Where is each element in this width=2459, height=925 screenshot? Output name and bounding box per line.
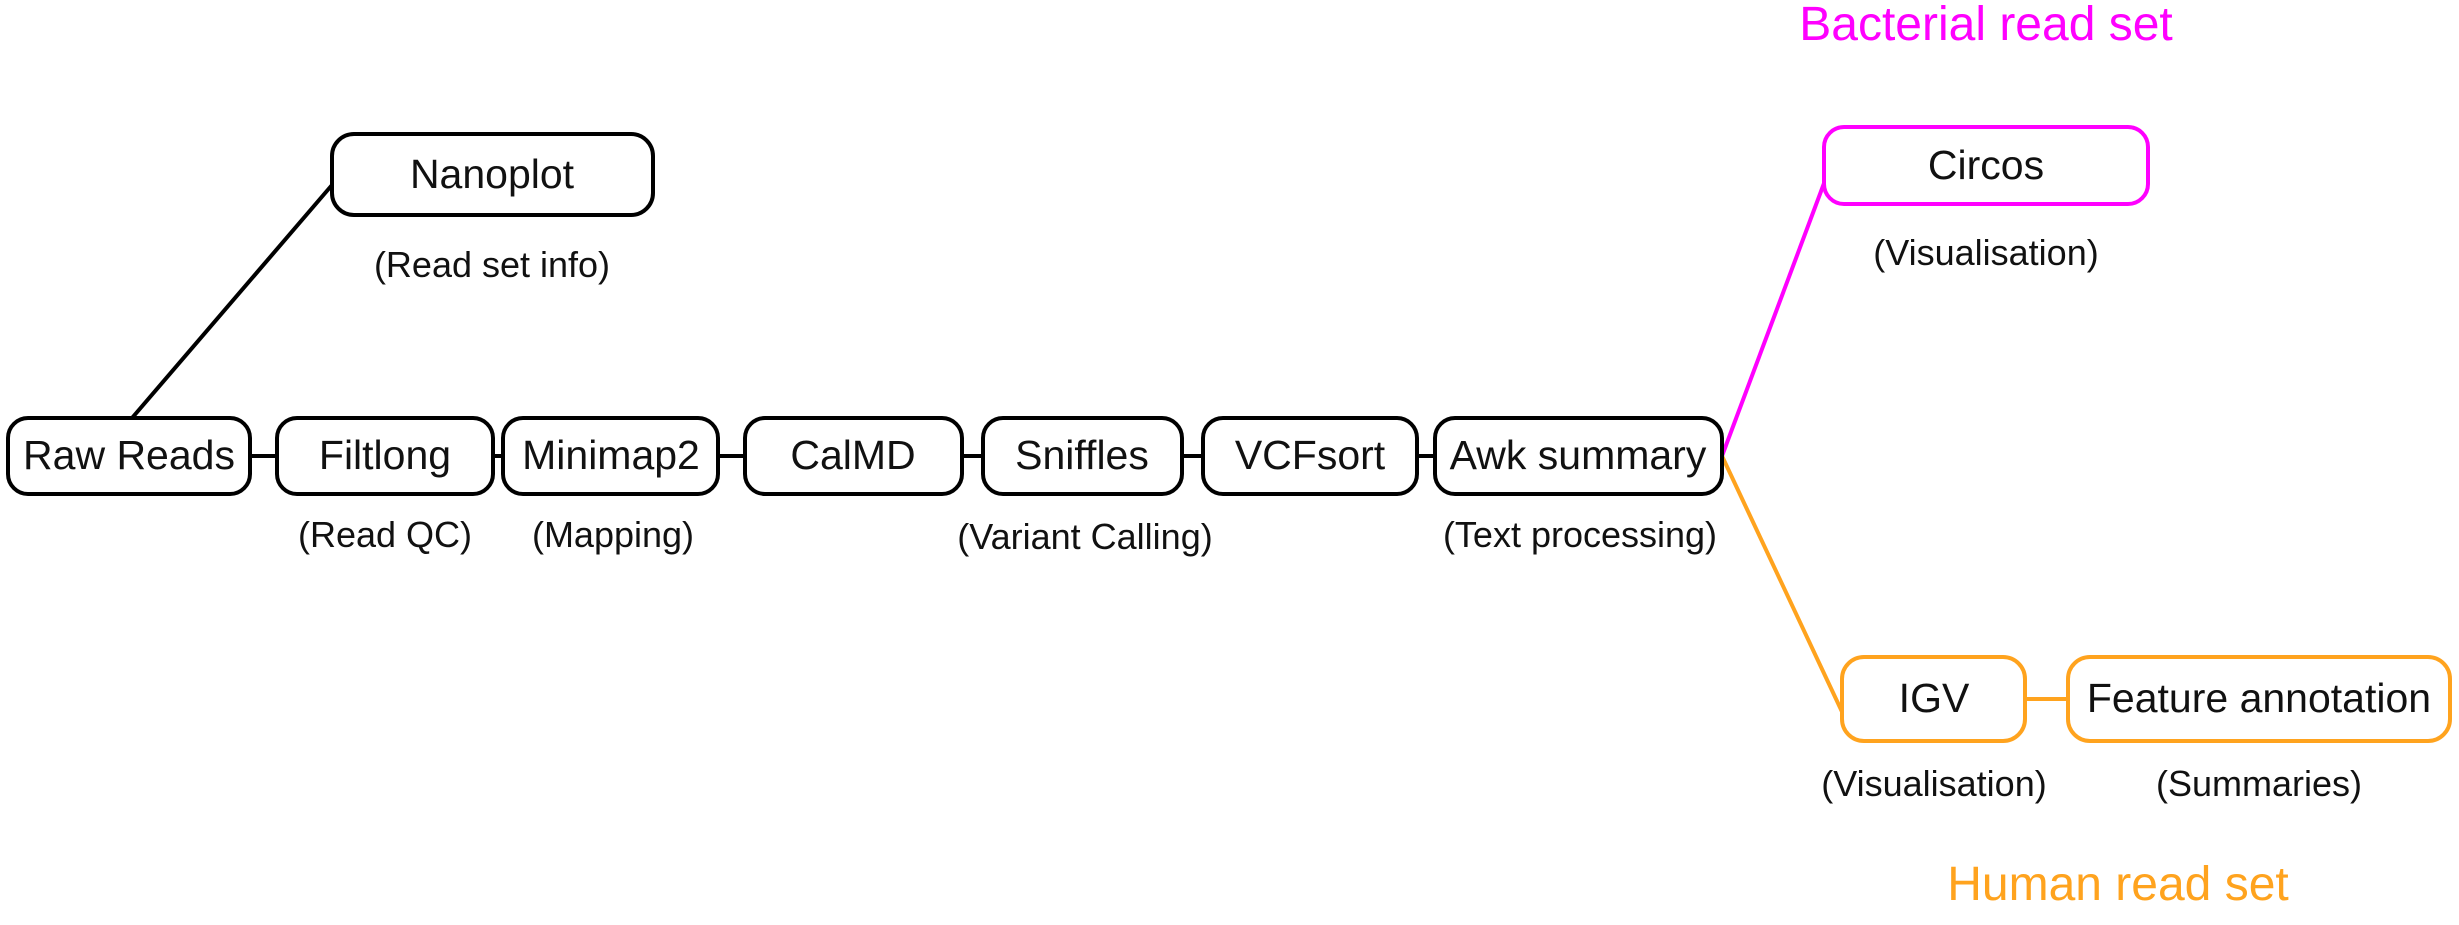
- node-sniffles[interactable]: Sniffles: [981, 416, 1184, 496]
- edge-awk-summary-to-circos: [1720, 177, 1828, 457]
- group-title-bacterial: Bacterial read set: [1799, 0, 2173, 51]
- node-nanoplot[interactable]: Nanoplot: [330, 132, 655, 217]
- edge-awk-summary-to-igv: [1720, 455, 1846, 717]
- node-igv-label: IGV: [1899, 675, 1970, 721]
- node-minimap2-label: Minimap2: [522, 432, 700, 478]
- connector-layer: [130, 177, 2068, 717]
- node-raw-reads[interactable]: Raw Reads: [6, 416, 252, 496]
- node-sniffles-box[interactable]: [981, 416, 1184, 496]
- node-vcfsort[interactable]: VCFsort: [1201, 416, 1419, 496]
- node-awk-summary-label: Awk summary: [1450, 432, 1707, 478]
- node-vcfsort-box[interactable]: [1201, 416, 1419, 496]
- node-feature-annotation-label: Feature annotation: [2087, 675, 2431, 721]
- node-minimap2-box[interactable]: [501, 416, 720, 496]
- caption-minimap2: (Mapping): [532, 514, 694, 555]
- node-feature-annotation[interactable]: Feature annotation: [2066, 655, 2452, 743]
- node-circos[interactable]: Circos: [1822, 125, 2150, 206]
- node-raw-reads-box[interactable]: [6, 416, 252, 496]
- caption-filtlong: (Read QC): [298, 514, 472, 555]
- node-awk-summary[interactable]: Awk summary: [1433, 416, 1724, 496]
- node-igv[interactable]: IGV: [1840, 655, 2027, 743]
- node-calmd-label: CalMD: [790, 432, 915, 478]
- caption-circos: (Visualisation): [1873, 232, 2098, 273]
- node-calmd-box[interactable]: [743, 416, 964, 496]
- node-feature-annotation-box[interactable]: [2066, 655, 2452, 743]
- edge-raw-reads-to-nanoplot: [130, 183, 334, 420]
- node-igv-box[interactable]: [1840, 655, 2027, 743]
- node-circos-box[interactable]: [1822, 125, 2150, 206]
- caption-feature-annotation: (Summaries): [2156, 763, 2362, 804]
- node-nanoplot-box[interactable]: [330, 132, 655, 217]
- node-filtlong-label: Filtlong: [319, 432, 451, 478]
- caption-igv: (Visualisation): [1821, 763, 2046, 804]
- node-circos-label: Circos: [1928, 142, 2044, 188]
- caption-awk-summary: (Text processing): [1443, 514, 1717, 555]
- node-filtlong-box[interactable]: [275, 416, 495, 496]
- node-sniffles-label: Sniffles: [1015, 432, 1149, 478]
- group-title-human: Human read set: [1947, 858, 2289, 911]
- node-vcfsort-label: VCFsort: [1235, 432, 1386, 478]
- node-filtlong[interactable]: Filtlong: [275, 416, 495, 496]
- node-minimap2[interactable]: Minimap2: [501, 416, 720, 496]
- node-raw-reads-label: Raw Reads: [23, 432, 235, 478]
- node-awk-summary-box[interactable]: [1433, 416, 1724, 496]
- node-calmd[interactable]: CalMD: [743, 416, 964, 496]
- caption-sniffles: (Variant Calling): [957, 516, 1212, 557]
- caption-nanoplot: (Read set info): [374, 244, 610, 285]
- node-nanoplot-label: Nanoplot: [410, 151, 575, 197]
